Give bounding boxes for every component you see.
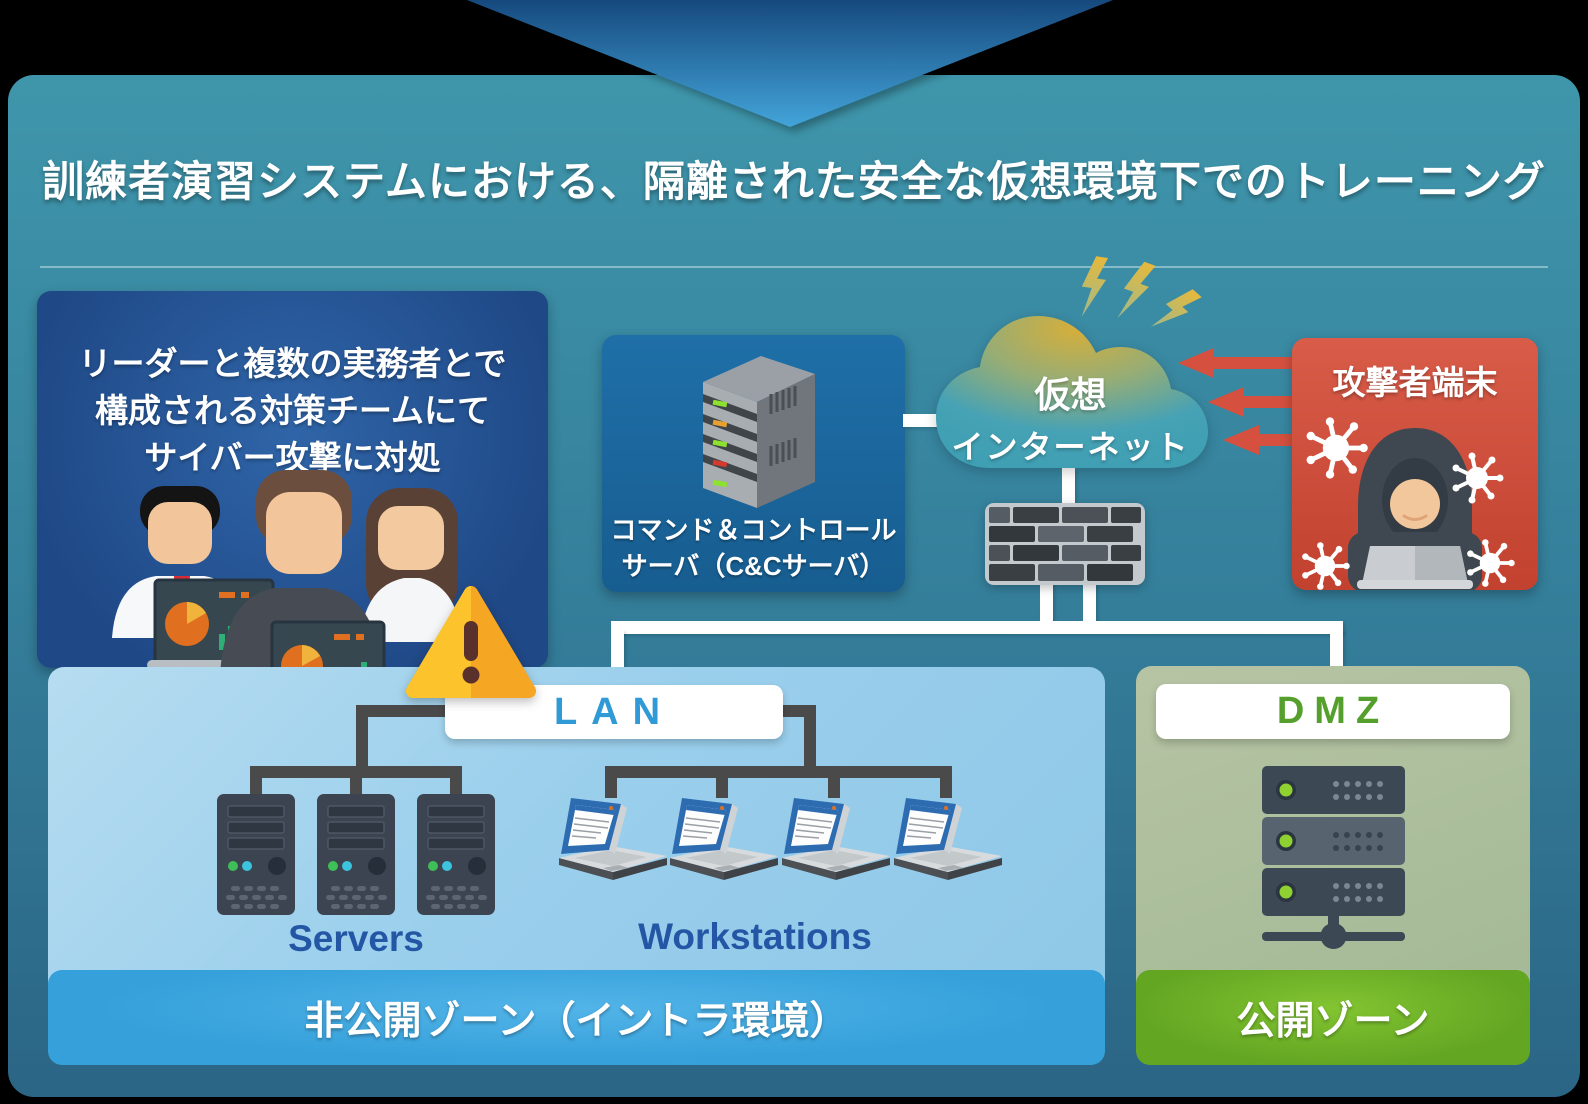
dmz-label: DMZ [1156, 684, 1510, 739]
virtual-internet-label: 仮想 インターネット [928, 366, 1213, 468]
malware-virus-icon [1452, 452, 1504, 504]
workstation-drop [605, 766, 617, 798]
divider-line [40, 266, 1548, 268]
team-description-line: リーダーと複数の実務者とで [78, 345, 507, 382]
private-zone-label: 非公開ゾーン（イントラ環境） [304, 999, 849, 1043]
laptop-icon [782, 798, 890, 880]
attacker-title: 攻撃者端末 [1332, 364, 1498, 401]
page-title: 訓練者演習システムにおける、隔離された安全な仮想環境下でのトレーニング [42, 158, 1546, 205]
cnc-label-line1: コマンド＆コントロール [610, 515, 897, 545]
cloud-icon [936, 316, 1208, 468]
person-member2-icon [360, 488, 462, 642]
lightning-icon [1081, 256, 1202, 327]
rack-server-icon [1262, 766, 1405, 949]
connector-cloud-to-firewall [1062, 468, 1075, 506]
connector-horizontal-band [611, 621, 1343, 634]
server-drop [450, 766, 462, 798]
dmz-label-text: DMZ [1276, 690, 1390, 732]
lan-label-text: LAN [553, 690, 675, 733]
server-drop [350, 766, 362, 798]
server-tower-icon [703, 356, 815, 508]
workstation-drop [828, 766, 840, 798]
laptop-icon [670, 798, 778, 880]
connector-firewall-drop-right [1083, 582, 1096, 624]
workstations-caption: Workstations [638, 916, 872, 957]
malware-virus-icon [1306, 417, 1368, 479]
cnc-label-line2: サーバ（C&Cサーバ） [621, 551, 886, 581]
team-members-icon [112, 470, 462, 714]
private-zone-bar: 非公開ゾーン（イントラ環境） [48, 970, 1105, 1065]
attack-arrow-icon [1178, 348, 1294, 378]
lan-bus-left-vertical [356, 705, 368, 772]
workstation-drop [940, 766, 952, 798]
attack-arrow-icon [1208, 387, 1294, 417]
public-zone-label: 公開ゾーン [1236, 999, 1430, 1043]
tower-server-icon [217, 794, 295, 915]
hooded-hacker-icon [1348, 428, 1482, 590]
warning-triangle-icon [406, 586, 536, 698]
malware-virus-icon [1302, 542, 1350, 590]
lan-bus-left-horizontal [356, 705, 445, 717]
lan-bus-right-vertical [804, 705, 816, 772]
team-description-line: 構成される対策チームにて [94, 392, 490, 429]
laptop-icon [894, 798, 1002, 880]
laptop-icon [559, 798, 667, 880]
server-drop [250, 766, 262, 798]
attacker-box: 攻撃者端末 [1292, 338, 1538, 590]
big-down-arrow-icon [467, 0, 1113, 127]
attack-arrow-icon [1223, 425, 1294, 455]
tower-server-icon [317, 794, 395, 915]
public-zone-bar: 公開ゾーン [1136, 970, 1530, 1065]
servers-caption: Servers [288, 918, 424, 959]
cloud-label-line1: 仮想 [1034, 374, 1107, 415]
tower-server-icon [417, 794, 495, 915]
team-description: リーダーと複数の実務者とで 構成される対策チームにて サイバー攻撃に対処 [37, 340, 548, 481]
cnc-label: コマンド＆コントロール サーバ（C&Cサーバ） [602, 512, 905, 584]
workstation-drop [716, 766, 728, 798]
workstations-bus [605, 766, 952, 778]
connector-firewall-drop-left [1040, 582, 1053, 624]
brick-wall-firewall-icon [985, 503, 1145, 585]
cloud-label-line2: インターネット [951, 429, 1190, 465]
team-description-line: サイバー攻撃に対処 [144, 439, 441, 476]
malware-virus-icon [1467, 539, 1515, 587]
